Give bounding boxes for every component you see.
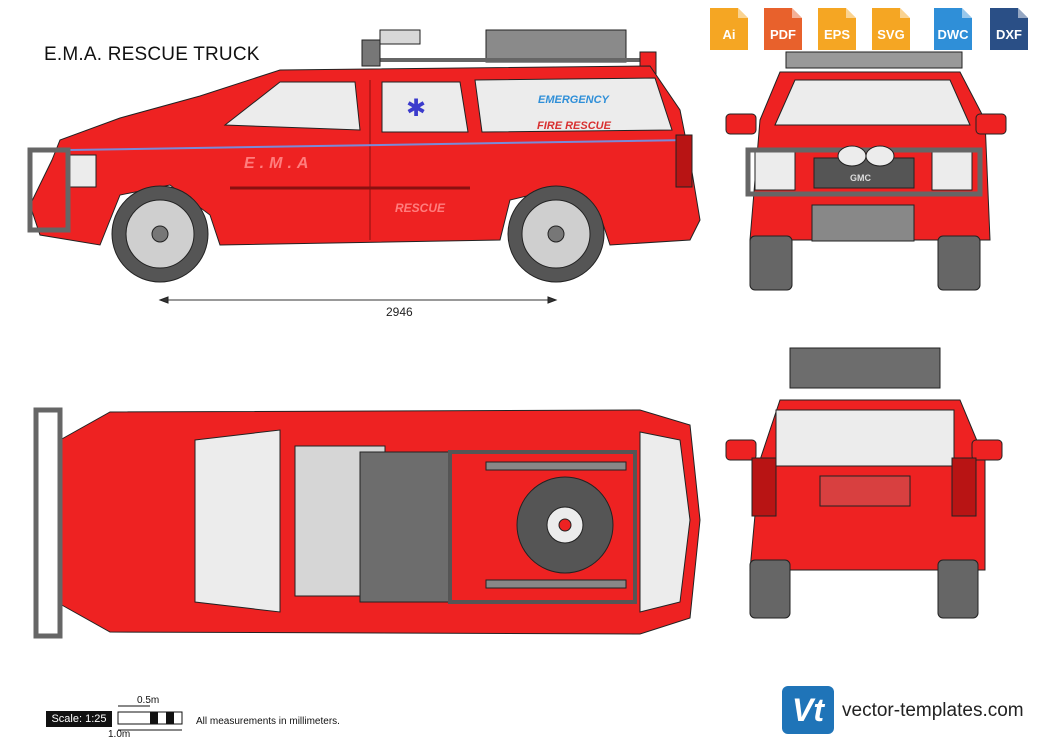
pdf-format-icon[interactable]: PDF bbox=[760, 6, 806, 52]
file-icon bbox=[990, 8, 1028, 50]
rear-glass bbox=[639, 431, 691, 613]
rear-right-mirror bbox=[971, 439, 1003, 461]
scale-tick bbox=[166, 712, 174, 724]
format-label: Ai bbox=[722, 27, 736, 42]
length-dimension: 2946 bbox=[386, 305, 413, 319]
format-label: DXF bbox=[996, 27, 1022, 42]
dimension-arrows bbox=[158, 296, 558, 304]
front-window bbox=[223, 81, 361, 131]
right-mirror bbox=[975, 113, 1007, 135]
one-meter-label: 1.0m bbox=[108, 729, 131, 740]
file-icon bbox=[710, 8, 748, 50]
rear-door-window bbox=[381, 81, 469, 133]
left-mirror bbox=[725, 113, 757, 135]
rear-roof-equipment bbox=[789, 347, 941, 389]
vent-strip bbox=[485, 579, 627, 589]
file-icon bbox=[764, 8, 802, 50]
measurement-note: All measurements in millimeters. bbox=[196, 716, 340, 727]
scale-tick bbox=[150, 712, 158, 724]
headlight bbox=[65, 154, 97, 188]
vt-logo[interactable]: Vt bbox=[782, 686, 834, 734]
front-hub bbox=[151, 225, 169, 243]
front-push-bar bbox=[745, 147, 983, 197]
front-right-tire bbox=[937, 235, 981, 291]
front-left-tire bbox=[749, 235, 793, 291]
side-roof-equipment bbox=[485, 29, 627, 63]
aux-light bbox=[865, 145, 895, 167]
fire-rescue-decal: FIRE RESCUE bbox=[537, 120, 611, 132]
star-of-life-icon: ✱ bbox=[406, 94, 426, 122]
top-push-bar bbox=[33, 407, 63, 639]
svg-format-icon[interactable]: SVG bbox=[868, 6, 914, 52]
file-icon bbox=[818, 8, 856, 50]
grille bbox=[813, 157, 915, 189]
front-view bbox=[725, 51, 1007, 291]
taillight bbox=[675, 134, 693, 188]
roof-box bbox=[379, 29, 421, 45]
rescue-decal: RESCUE bbox=[395, 201, 446, 215]
front-roof-lights bbox=[785, 51, 963, 69]
format-label: SVG bbox=[877, 27, 905, 42]
dxf-format-icon[interactable]: DXF bbox=[986, 6, 1032, 52]
format-label: EPS bbox=[823, 27, 850, 42]
vent-strip bbox=[485, 461, 627, 471]
stripe bbox=[69, 139, 691, 151]
side-view: ✱ bbox=[27, 29, 701, 304]
rear-left-mirror bbox=[725, 439, 757, 461]
top-view bbox=[33, 407, 701, 639]
scale-bar bbox=[117, 705, 183, 731]
format-label: DWC bbox=[937, 27, 969, 42]
file-icon bbox=[934, 8, 972, 50]
front-left-headlight bbox=[754, 149, 796, 191]
front-right-headlight bbox=[931, 149, 973, 191]
page-title: E.M.A. RESCUE TRUCK bbox=[44, 44, 260, 65]
aux-light bbox=[837, 145, 867, 167]
scale-label: Scale: 1:25 bbox=[46, 711, 112, 727]
ai-format-icon[interactable]: Ai bbox=[706, 6, 752, 52]
rear-left-tire bbox=[749, 559, 791, 619]
rear-right-taillight bbox=[951, 457, 977, 517]
tailgate-glass bbox=[775, 409, 955, 467]
file-icon bbox=[872, 8, 910, 50]
rear-hub bbox=[547, 225, 565, 243]
spare-hub bbox=[558, 518, 572, 532]
site-link[interactable]: vector-templates.com bbox=[842, 700, 1024, 721]
rear-left-taillight bbox=[751, 457, 777, 517]
light-bar bbox=[361, 39, 381, 67]
top-windshield bbox=[194, 429, 281, 613]
rear-view bbox=[725, 347, 1003, 619]
ladder-rack bbox=[359, 451, 451, 603]
cargo-window bbox=[474, 77, 673, 133]
half-meter-label: 0.5m bbox=[137, 695, 160, 706]
format-label: PDF bbox=[770, 27, 796, 42]
emergency-decal: EMERGENCY bbox=[538, 94, 609, 106]
license-area bbox=[819, 475, 911, 507]
winch-plate bbox=[811, 204, 915, 242]
dwc-format-icon[interactable]: DWC bbox=[930, 6, 976, 52]
windshield bbox=[774, 79, 971, 126]
push-bar bbox=[27, 147, 71, 233]
rear-right-tire bbox=[937, 559, 979, 619]
eps-format-icon[interactable]: EPS bbox=[814, 6, 860, 52]
grille-badge: GMC bbox=[850, 173, 871, 183]
ema-decal: E.M.A bbox=[244, 155, 314, 172]
